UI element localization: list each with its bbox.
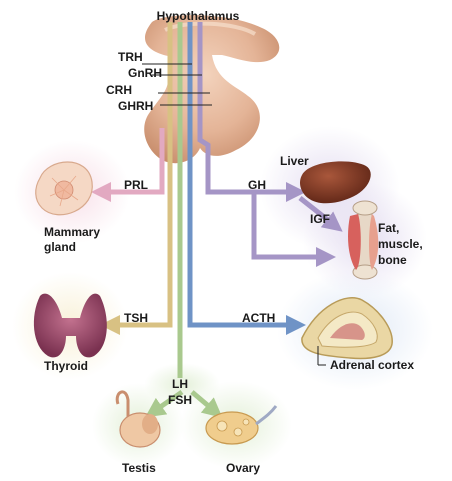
ghrh-label: GHRH bbox=[118, 99, 153, 113]
ovary-illustration bbox=[205, 405, 278, 445]
fat-muscle-bone-illustration bbox=[348, 200, 379, 280]
liver-illustration bbox=[300, 161, 371, 204]
lh-label: LH bbox=[172, 377, 188, 391]
thyroid-label: Thyroid bbox=[44, 359, 88, 373]
gh-fat-path bbox=[251, 192, 336, 267]
testis-illustration bbox=[115, 390, 161, 448]
adrenal-cortex-label: Adrenal cortex bbox=[330, 358, 414, 372]
hypothalamus-label: Hypothalamus bbox=[157, 9, 240, 23]
acth-label: ACTH bbox=[242, 311, 275, 325]
tsh-label: TSH bbox=[124, 311, 148, 325]
fat-label: Fat, bbox=[378, 221, 399, 235]
liver-label: Liver bbox=[280, 154, 309, 168]
trh-label: TRH bbox=[118, 50, 143, 64]
fsh-label: FSH bbox=[168, 393, 192, 407]
gland-label: gland bbox=[44, 240, 76, 254]
bone-label: bone bbox=[378, 253, 407, 267]
fsh-ovary-arrow bbox=[190, 390, 223, 418]
adrenal-cortex-illustration bbox=[301, 297, 393, 360]
mammary-gland-illustration bbox=[35, 161, 93, 216]
mammary-label: Mammary bbox=[44, 225, 100, 239]
crh-label: CRH bbox=[106, 83, 132, 97]
crh-acth-path bbox=[187, 22, 306, 335]
ghrh-gh-path bbox=[197, 22, 306, 202]
fsh-testis-arrow bbox=[145, 389, 184, 418]
muscle-label: muscle, bbox=[378, 237, 423, 251]
trh-tsh-path bbox=[100, 22, 173, 335]
igf-arrow bbox=[298, 196, 343, 232]
prl-path bbox=[91, 128, 165, 202]
ovary-label: Ovary bbox=[226, 461, 260, 475]
prl-label: PRL bbox=[124, 178, 148, 192]
testis-label: Testis bbox=[122, 461, 156, 475]
gh-label: GH bbox=[248, 178, 266, 192]
igf-label: IGF bbox=[310, 212, 330, 226]
gnrh-label: GnRH bbox=[128, 66, 162, 80]
thyroid-illustration bbox=[33, 293, 107, 358]
